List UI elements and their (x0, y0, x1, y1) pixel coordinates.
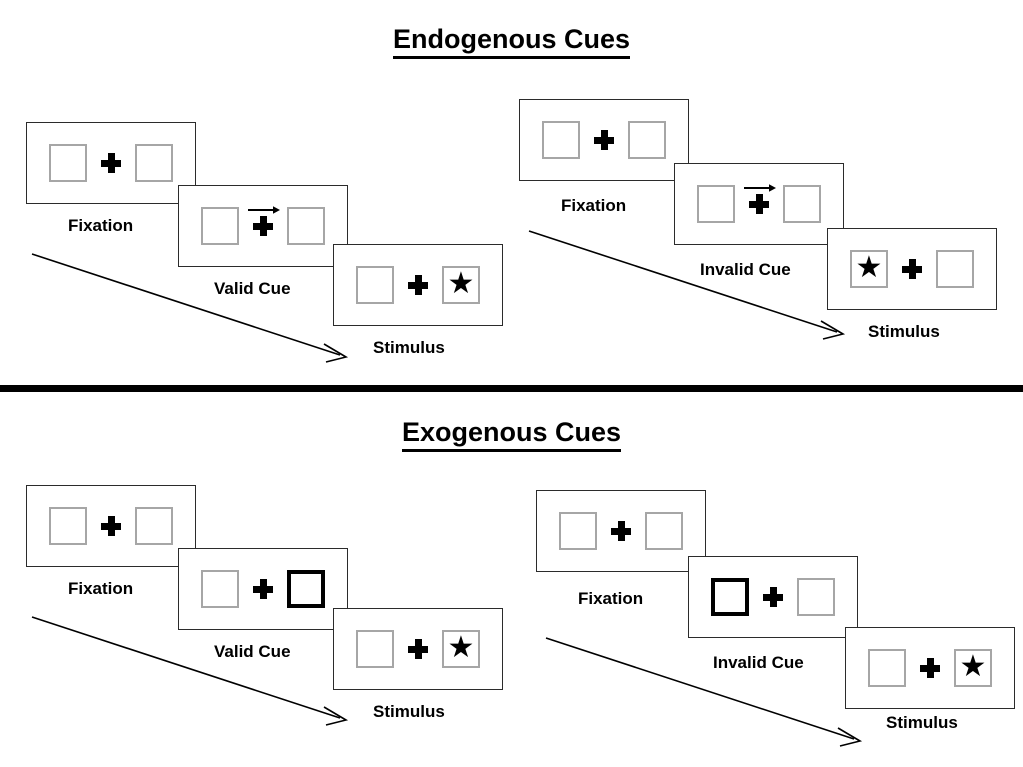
left-placeholder-box (542, 121, 580, 159)
section-title-endogenous: Endogenous Cues (0, 24, 1023, 59)
right-cued-box (287, 570, 325, 608)
left-placeholder-box (49, 507, 87, 545)
trial-frame-endogenous-invalid-stimulus: ★ (827, 228, 997, 310)
left-placeholder-box (868, 649, 906, 687)
fixation-center-slot (101, 507, 121, 545)
right-placeholder-box (783, 185, 821, 223)
trial-frame-endogenous-valid-stimulus: ★ (333, 244, 503, 326)
trial-frame-exogenous-valid-fixation (26, 485, 196, 567)
cue-center-slot (248, 206, 280, 245)
left-cued-box (711, 578, 749, 616)
fixation-center-slot (253, 570, 273, 608)
fixation-center-slot (408, 630, 428, 668)
left-placeholder-box (201, 570, 239, 608)
left-placeholder-box (356, 630, 394, 668)
stage-caption-exogenous-valid-cue: Valid Cue (214, 642, 291, 661)
trial-frame-exogenous-invalid-fixation (536, 490, 706, 572)
fixation-cross-icon (101, 516, 121, 536)
stage-caption-exogenous-valid-stimulus: Stimulus (373, 702, 445, 721)
trial-frame-endogenous-valid-fixation (26, 122, 196, 204)
stage-caption-endogenous-invalid-stimulus: Stimulus (868, 322, 940, 341)
fixation-center-slot (101, 144, 121, 182)
left-placeholder-box (697, 185, 735, 223)
right-target-box: ★ (442, 630, 480, 668)
stage-caption-endogenous-valid-fixation: Fixation (68, 216, 134, 235)
stage-caption-endogenous-invalid-cue: Invalid Cue (700, 260, 791, 279)
star-target-icon: ★ (959, 650, 987, 683)
cue-arrow-right-icon (248, 206, 280, 214)
fixation-cross-icon (763, 587, 783, 607)
section-title-exogenous: Exogenous Cues (0, 417, 1023, 452)
cue-arrow-right-icon (744, 184, 776, 192)
fixation-center-slot (763, 578, 783, 616)
fixation-cross-icon (611, 521, 631, 541)
fixation-cross-icon (594, 130, 614, 150)
trial-frame-exogenous-invalid-stimulus: ★ (845, 627, 1015, 709)
right-placeholder-box (287, 207, 325, 245)
fixation-cross-icon (408, 639, 428, 659)
fixation-cross-icon (749, 194, 769, 214)
stage-caption-endogenous-invalid-fixation: Fixation (561, 196, 627, 215)
stage-caption-exogenous-invalid-cue: Invalid Cue (713, 653, 804, 672)
section-divider (0, 385, 1023, 392)
right-placeholder-box (135, 507, 173, 545)
time-flow-arrow-exogenous-invalid (545, 637, 863, 747)
trial-frame-endogenous-valid-cue (178, 185, 348, 267)
fixation-center-slot (611, 512, 631, 550)
cue-center-slot (744, 184, 776, 223)
stage-caption-exogenous-invalid-fixation: Fixation (578, 589, 644, 608)
fixation-cross-icon (920, 658, 940, 678)
right-target-box: ★ (442, 266, 480, 304)
time-flow-arrow-exogenous-valid (31, 616, 349, 726)
left-placeholder-box (201, 207, 239, 245)
trial-frame-exogenous-valid-cue (178, 548, 348, 630)
stage-caption-exogenous-valid-fixation: Fixation (68, 579, 134, 598)
fixation-cross-icon (408, 275, 428, 295)
fixation-center-slot (920, 649, 940, 687)
fixation-cross-icon (253, 216, 273, 236)
stage-caption-exogenous-invalid-stimulus: Stimulus (886, 713, 958, 732)
section-title-endogenous-text: Endogenous Cues (392, 24, 630, 59)
fixation-center-slot (902, 250, 922, 288)
trial-frame-exogenous-valid-stimulus: ★ (333, 608, 503, 690)
star-target-icon: ★ (447, 267, 475, 300)
fixation-cross-icon (253, 579, 273, 599)
fixation-cross-icon (902, 259, 922, 279)
star-target-icon: ★ (855, 251, 883, 284)
right-placeholder-box (135, 144, 173, 182)
stage-caption-endogenous-valid-cue: Valid Cue (214, 279, 291, 298)
right-placeholder-box (628, 121, 666, 159)
star-target-icon: ★ (447, 631, 475, 664)
right-placeholder-box (936, 250, 974, 288)
left-placeholder-box (559, 512, 597, 550)
fixation-center-slot (408, 266, 428, 304)
fixation-cross-icon (101, 153, 121, 173)
fixation-center-slot (594, 121, 614, 159)
section-title-exogenous-text: Exogenous Cues (401, 417, 622, 452)
left-target-box: ★ (850, 250, 888, 288)
right-placeholder-box (797, 578, 835, 616)
stage-caption-endogenous-valid-stimulus: Stimulus (373, 338, 445, 357)
trial-frame-exogenous-invalid-cue (688, 556, 858, 638)
time-flow-arrow-endogenous-invalid (528, 230, 846, 340)
right-target-box: ★ (954, 649, 992, 687)
right-placeholder-box (645, 512, 683, 550)
trial-frame-endogenous-invalid-cue (674, 163, 844, 245)
trial-frame-endogenous-invalid-fixation (519, 99, 689, 181)
time-flow-arrow-endogenous-valid (31, 253, 349, 363)
left-placeholder-box (49, 144, 87, 182)
left-placeholder-box (356, 266, 394, 304)
